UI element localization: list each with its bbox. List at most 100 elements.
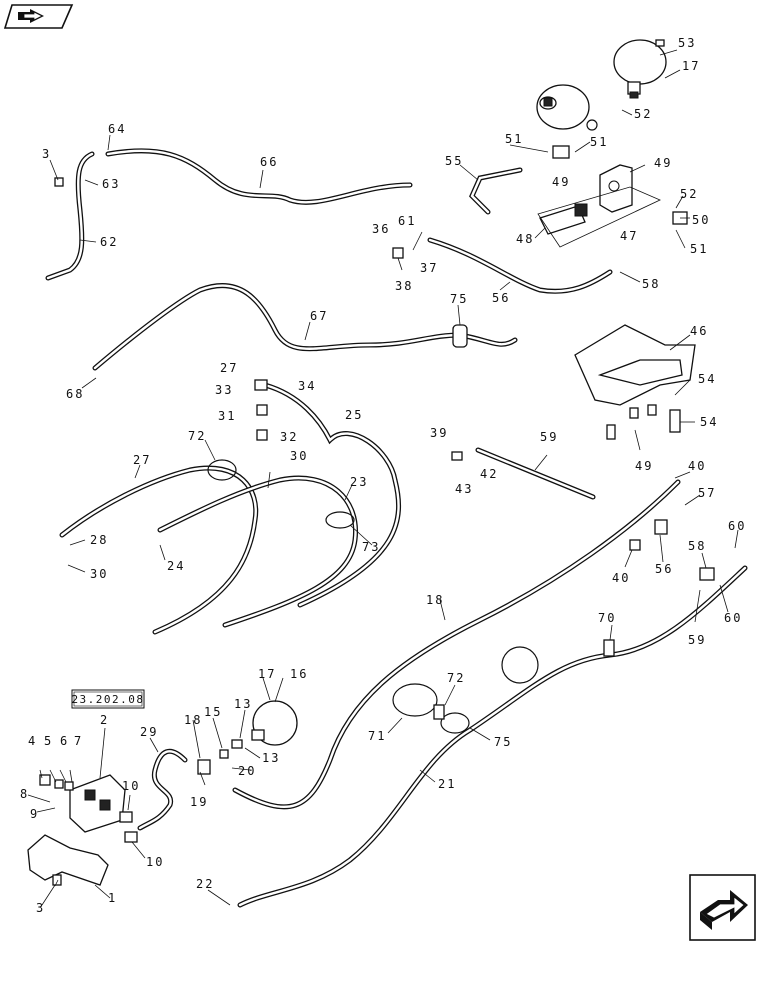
- callout: 63: [102, 177, 120, 191]
- callout: 19: [190, 795, 208, 809]
- callout: 17: [682, 59, 700, 73]
- callout: 31: [218, 409, 236, 423]
- callout: 53: [678, 36, 696, 50]
- accumulator-53: [613, 39, 667, 99]
- bracket-1: [27, 834, 109, 886]
- clamp-73-a: [392, 683, 438, 717]
- callout: 54: [698, 372, 716, 386]
- callout: 37: [420, 261, 438, 275]
- callout: 3: [36, 901, 45, 915]
- callout: 60: [724, 611, 742, 625]
- clamp-75-b: [325, 511, 355, 529]
- callout: 36: [372, 222, 390, 236]
- callout: 71: [368, 729, 386, 743]
- callout: 38: [395, 279, 413, 293]
- back-arrow-icon[interactable]: [3, 4, 74, 29]
- callout: 13: [234, 697, 252, 711]
- callout: 58: [642, 277, 660, 291]
- callout: 1: [108, 891, 117, 905]
- callout: 56: [655, 562, 673, 576]
- reference-box[interactable]: 23.202.08: [71, 689, 145, 709]
- bracket-44: [574, 324, 696, 440]
- callout: 40: [612, 571, 630, 585]
- reference-label: 23.202.08: [71, 693, 144, 706]
- callout: 15: [204, 705, 222, 719]
- hose-22: [237, 565, 748, 908]
- callout: 27: [220, 361, 238, 375]
- hose-64: [475, 447, 596, 500]
- callout: 68: [66, 387, 84, 401]
- leader-lines: [27, 49, 739, 906]
- callout: 73: [362, 540, 380, 554]
- small-fittings: [39, 177, 715, 886]
- callout: 49: [552, 175, 570, 189]
- callout: 64: [108, 122, 126, 136]
- callout-labels: 64 3 63 66 62 67 68 75 56 55 58 53 17 52…: [20, 36, 746, 915]
- callout: 18: [184, 713, 202, 727]
- callout: 51: [690, 242, 708, 256]
- callout: 60: [728, 519, 746, 533]
- callout: 47: [620, 229, 638, 243]
- callout: 50: [692, 213, 710, 227]
- forward-arrow-icon[interactable]: [689, 874, 756, 941]
- callout: 62: [100, 235, 118, 249]
- callout: 75: [450, 292, 468, 306]
- callout: 48: [516, 232, 534, 246]
- hose-27: [262, 382, 402, 608]
- callout: 61: [398, 214, 416, 228]
- callout: 32: [280, 430, 298, 444]
- callout: 67: [310, 309, 328, 323]
- callout: 54: [700, 415, 718, 429]
- callout: 4: [28, 734, 37, 748]
- callout: 72: [188, 429, 206, 443]
- pipe-65: [45, 151, 95, 281]
- callout: 59: [540, 430, 558, 444]
- valve-block-46: [599, 164, 633, 213]
- clamp-75-a: [207, 459, 237, 481]
- callout: 28: [90, 533, 108, 547]
- callout: 56: [492, 291, 510, 305]
- callout: 6: [60, 734, 69, 748]
- callout: 49: [654, 156, 672, 170]
- hose-29: [59, 465, 259, 635]
- clamp-74: [433, 704, 445, 720]
- o-ring: [586, 119, 598, 131]
- accumulator-16: [251, 700, 298, 746]
- callout: 51: [505, 132, 523, 146]
- callout: 34: [298, 379, 316, 393]
- callout: 27: [133, 453, 151, 467]
- pipe-54-upper: [469, 167, 523, 215]
- callout: 59: [688, 633, 706, 647]
- group-45-outline: [537, 186, 661, 248]
- callout: 70: [598, 611, 616, 625]
- valve-2: [69, 774, 126, 833]
- callout: 2: [100, 713, 109, 727]
- callout: 66: [260, 155, 278, 169]
- hose-68: [105, 148, 413, 205]
- callout: 40: [688, 459, 706, 473]
- callout: 9: [30, 807, 39, 821]
- callout: 30: [290, 449, 308, 463]
- callout: 39: [430, 426, 448, 440]
- clamp-76: [452, 324, 468, 348]
- callout: 10: [122, 779, 140, 793]
- callout: 7: [74, 734, 83, 748]
- callout: 72: [447, 671, 465, 685]
- callout: 21: [438, 777, 456, 791]
- callout: 3: [42, 147, 51, 161]
- callout: 42: [480, 467, 498, 481]
- callout: 58: [688, 539, 706, 553]
- callout: 43: [455, 482, 473, 496]
- hose-20: [232, 479, 681, 810]
- clamp-72: [603, 639, 615, 657]
- callout: 49: [635, 459, 653, 473]
- callout: 16: [290, 667, 308, 681]
- callout: 17: [258, 667, 276, 681]
- callout: 52: [680, 187, 698, 201]
- callout: 75: [494, 735, 512, 749]
- clamp-75-c: [440, 712, 470, 734]
- pipe-31: [137, 748, 188, 831]
- callout: 46: [690, 324, 708, 338]
- hose-25: [157, 475, 359, 628]
- clamp-73-b: [501, 646, 539, 684]
